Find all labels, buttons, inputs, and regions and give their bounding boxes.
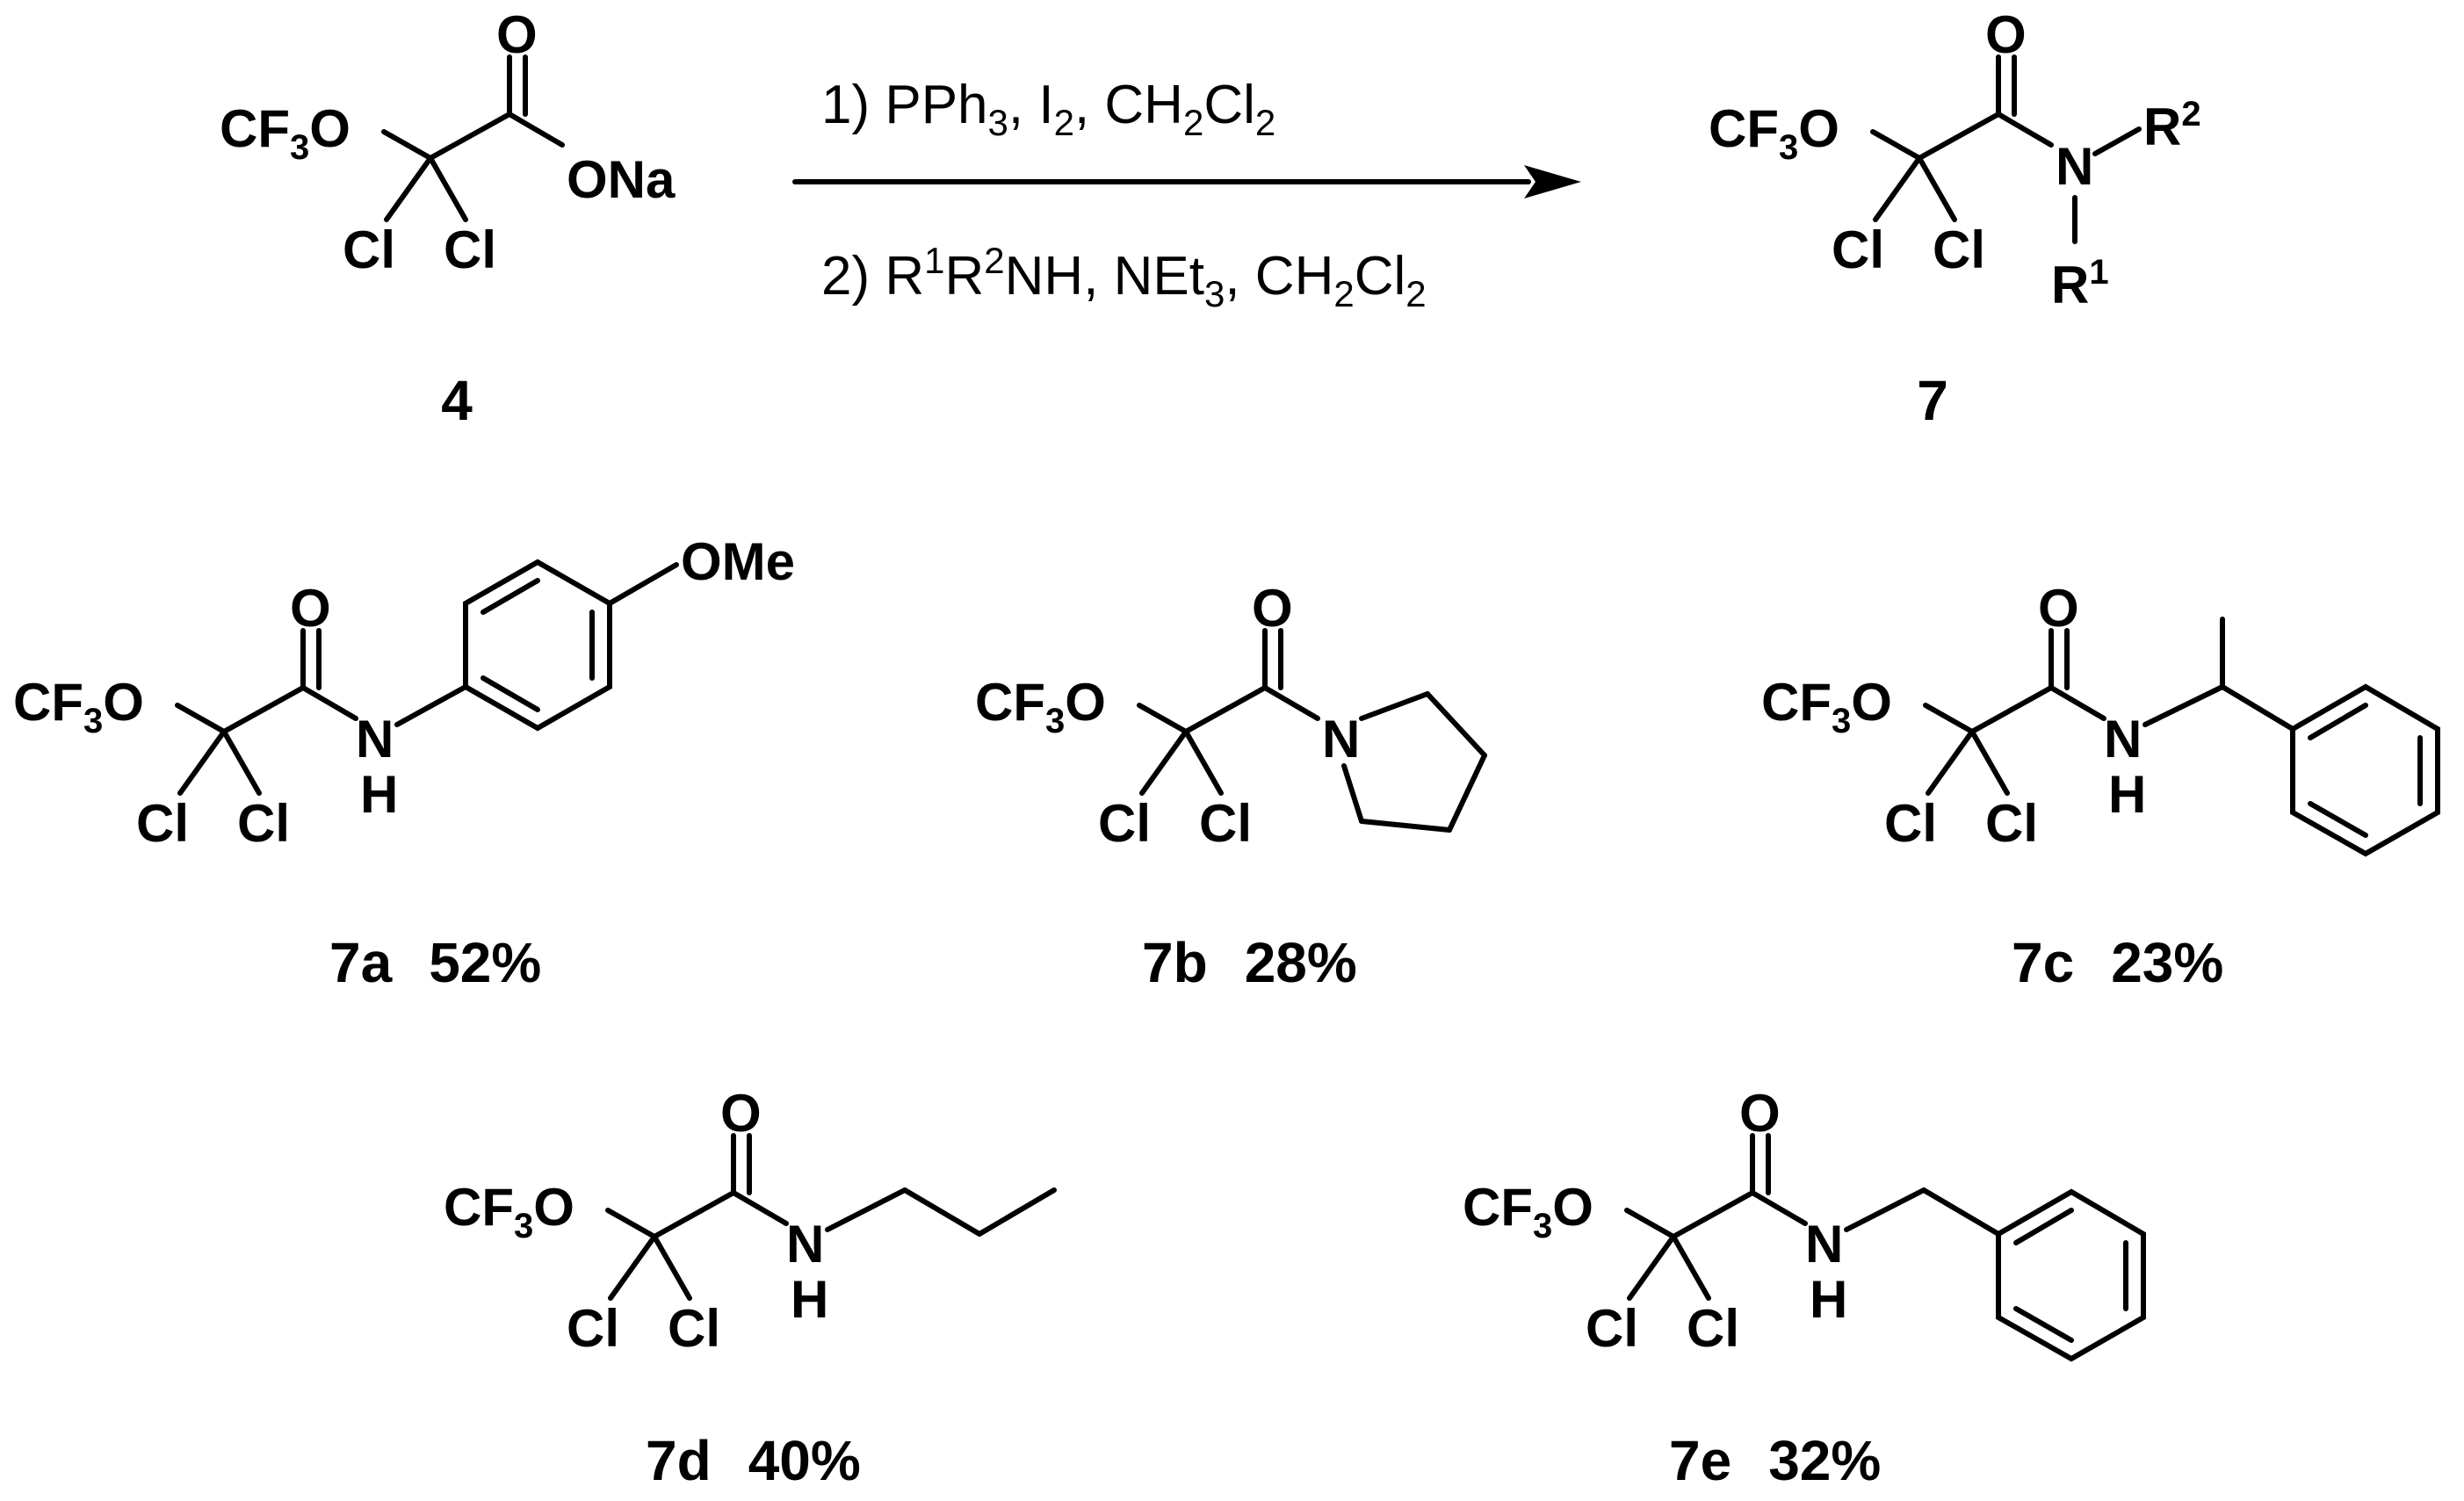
svg-text:N: N xyxy=(2104,710,2142,769)
compound-7e-structure: CF3O O N H Cl Cl xyxy=(1463,1084,2146,1362)
svg-text:CF3O: CF3O xyxy=(220,99,350,167)
svg-text:CF3O: CF3O xyxy=(1761,673,1892,740)
svg-text:CF3O: CF3O xyxy=(13,673,144,740)
svg-text:Cl: Cl xyxy=(1687,1299,1739,1358)
svg-text:O: O xyxy=(2038,579,2079,638)
svg-text:Cl: Cl xyxy=(1586,1299,1638,1358)
compound-7c-structure: CF3O O N H Cl Cl xyxy=(1761,579,2440,857)
svg-text:O: O xyxy=(720,1084,762,1143)
compound-7d-structure: CF3O O N H Cl Cl xyxy=(444,1084,1057,1358)
compound-7b-structure: CF3O O N Cl Cl xyxy=(975,579,1487,853)
svg-text:CF3O: CF3O xyxy=(444,1178,574,1245)
svg-text:N: N xyxy=(1805,1215,1843,1274)
svg-text:Cl: Cl xyxy=(444,220,496,279)
reaction-arrow xyxy=(792,165,1581,198)
svg-text:H: H xyxy=(1810,1270,1847,1329)
condition-step-2: 2) R1R2NH, NEt3, CH2Cl2 xyxy=(821,240,1427,314)
svg-text:R1: R1 xyxy=(2051,253,2109,314)
svg-text:ONa: ONa xyxy=(567,150,676,209)
svg-text:H: H xyxy=(360,765,398,824)
svg-text:Cl: Cl xyxy=(136,794,189,853)
compound-4-structure: CF3O O ONa Cl Cl xyxy=(220,5,676,279)
svg-text:Cl: Cl xyxy=(343,220,395,279)
svg-text:CF3O: CF3O xyxy=(975,673,1106,740)
compound-4-label: 4 xyxy=(441,369,473,432)
svg-text:Cl: Cl xyxy=(1098,794,1151,853)
svg-text:N: N xyxy=(2056,137,2093,196)
svg-text:N: N xyxy=(786,1215,824,1274)
svg-text:O: O xyxy=(1985,5,2027,64)
svg-text:O: O xyxy=(1739,1084,1781,1143)
svg-text:R2: R2 xyxy=(2143,95,2201,156)
svg-text:Cl: Cl xyxy=(1832,220,1884,279)
condition-step-1: 1) PPh3, I2, CH2Cl2 xyxy=(821,75,1275,143)
svg-text:N: N xyxy=(1322,710,1360,769)
svg-text:CF3O: CF3O xyxy=(1463,1178,1593,1245)
svg-text:Cl: Cl xyxy=(1199,794,1252,853)
svg-text:H: H xyxy=(791,1270,828,1329)
svg-text:O: O xyxy=(290,579,331,638)
svg-text:Cl: Cl xyxy=(237,794,290,853)
svg-text:Cl: Cl xyxy=(1933,220,1985,279)
svg-text:OMe: OMe xyxy=(681,532,795,591)
svg-text:Cl: Cl xyxy=(1985,794,2038,853)
compound-7-structure: CF3O O N R2 R1 Cl Cl xyxy=(1709,5,2201,314)
svg-text:Cl: Cl xyxy=(567,1299,619,1358)
svg-text:H: H xyxy=(2108,765,2146,824)
compound-7a-structure: CF3O O N H OMe Cl Cl xyxy=(13,532,795,853)
svg-text:O: O xyxy=(1252,579,1293,638)
svg-text:Cl: Cl xyxy=(1884,794,1937,853)
svg-text:O: O xyxy=(496,5,538,64)
svg-text:CF3O: CF3O xyxy=(1709,99,1839,167)
svg-text:N: N xyxy=(356,710,394,769)
compound-7-label: 7 xyxy=(1917,369,1948,432)
svg-text:Cl: Cl xyxy=(668,1299,720,1358)
